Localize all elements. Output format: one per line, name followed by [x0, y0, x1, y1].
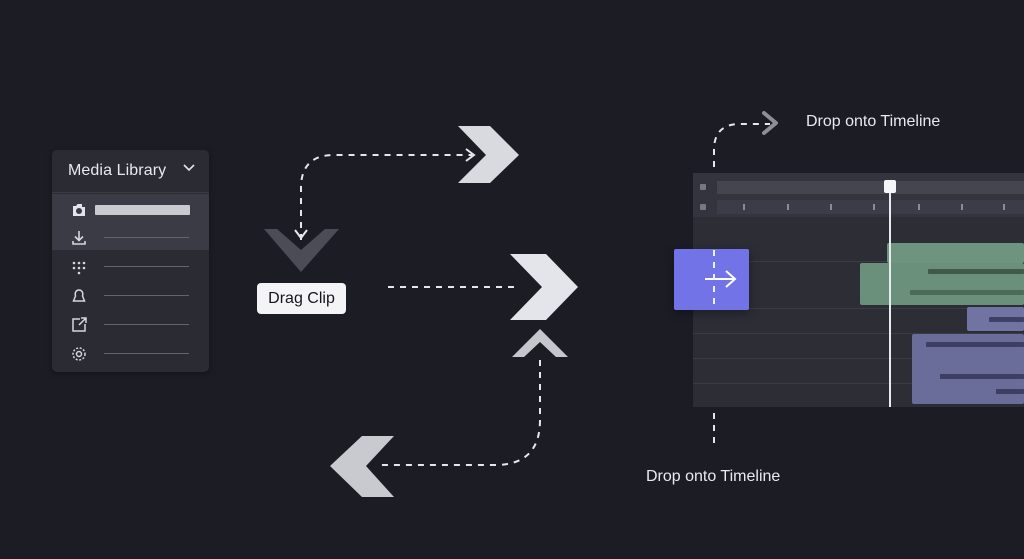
- dashed-connector-vertical: [713, 123, 770, 443]
- timeline-clip-audio[interactable]: [967, 307, 1024, 331]
- clip-waveform: [989, 317, 1024, 322]
- media-item-pin[interactable]: [52, 284, 209, 308]
- export-icon: [72, 317, 87, 332]
- dashed-connector-bottom: [380, 360, 541, 466]
- chevron-down: [264, 229, 339, 272]
- chevron-up: [512, 329, 568, 357]
- clip-waveform: [996, 389, 1024, 394]
- arrowhead-down: [294, 229, 308, 240]
- arrowhead-top: [465, 148, 476, 162]
- camera-icon: [73, 204, 85, 216]
- lane-divider: [693, 333, 1024, 334]
- settings-icon: [72, 347, 86, 361]
- dragged-clip[interactable]: [674, 249, 749, 310]
- ruler-tick: [918, 204, 920, 210]
- media-library-panel: Media Library: [52, 150, 209, 372]
- lane-divider: [693, 308, 1024, 309]
- clip-waveform: [940, 374, 1024, 379]
- chevron-left-bottom: [330, 436, 394, 497]
- drag-clip-label: Drag Clip: [257, 283, 346, 314]
- media-item-line: [104, 266, 189, 267]
- ruler-tick: [787, 204, 789, 210]
- clip-waveform: [926, 342, 1024, 347]
- lane-divider: [693, 358, 1024, 359]
- ruler-tick: [830, 204, 832, 210]
- media-library-title: Media Library: [68, 162, 167, 179]
- lane-divider: [693, 383, 1024, 384]
- media-item-settings[interactable]: [52, 342, 209, 366]
- ruler-tick: [961, 204, 963, 210]
- pin-icon: [72, 289, 86, 302]
- ruler-tick: [873, 204, 875, 210]
- playhead-handle[interactable]: [884, 180, 896, 193]
- lane-divider: [693, 261, 1024, 262]
- timeline-clip-video[interactable]: [887, 243, 1024, 263]
- timeline-clip-video[interactable]: [860, 263, 1024, 305]
- media-item-export[interactable]: [52, 313, 209, 337]
- clip-waveform: [910, 290, 1024, 295]
- arrow-right-icon: [705, 270, 737, 288]
- chevron-down-icon[interactable]: [183, 163, 195, 173]
- ruler-dot: [700, 184, 706, 190]
- media-item-line: [104, 324, 189, 325]
- media-item-download[interactable]: [52, 226, 209, 250]
- ruler-tick: [743, 204, 745, 210]
- caption-drop-top: Drop onto Timeline: [806, 113, 941, 130]
- timeline-panel: [693, 173, 1024, 407]
- download-icon: [72, 231, 86, 245]
- media-item-line: [104, 237, 189, 238]
- chevron-right-top: [458, 126, 519, 183]
- media-item-line: [104, 295, 189, 296]
- timeline-ruler: [693, 173, 1024, 217]
- media-item-line: [104, 353, 189, 354]
- timeline-playhead[interactable]: [889, 182, 891, 407]
- ruler-tick: [1003, 204, 1005, 210]
- clip-waveform: [928, 269, 1024, 274]
- ruler-track[interactable]: [717, 181, 1024, 194]
- dashed-connector-top: [300, 154, 472, 240]
- ruler-dot: [700, 204, 706, 210]
- caption-drop-bottom: Drop onto Timeline: [646, 468, 781, 485]
- arrowhead-right-small: [762, 111, 778, 135]
- media-item-camera[interactable]: [52, 198, 209, 222]
- dots-grid-icon: [72, 261, 86, 275]
- media-item-grid[interactable]: [52, 255, 209, 279]
- chevron-right-main: [510, 254, 578, 320]
- media-item-bar: [95, 205, 190, 215]
- media-library-header[interactable]: Media Library: [52, 150, 209, 193]
- ruler-ticks: [717, 200, 1024, 214]
- timeline-clip-audio[interactable]: [912, 334, 1024, 404]
